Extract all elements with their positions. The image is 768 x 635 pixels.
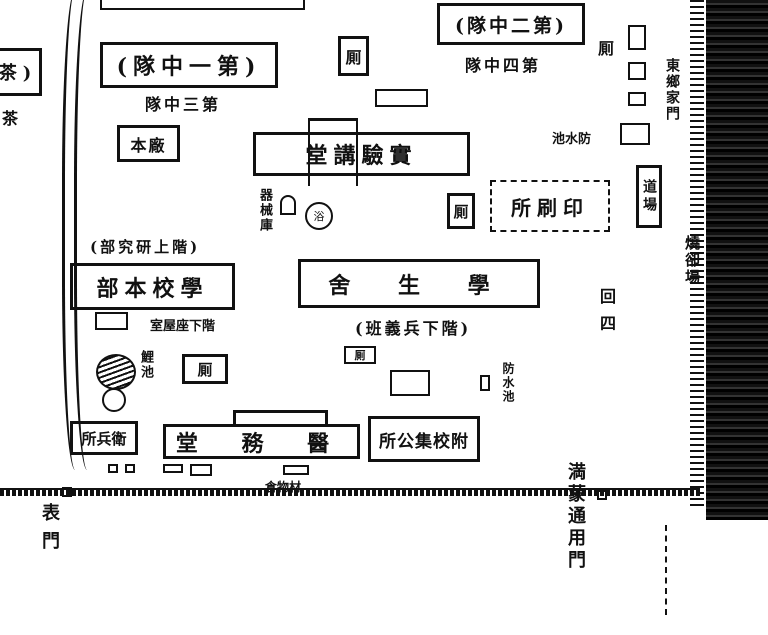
small-circle <box>102 388 126 412</box>
east-gate-label: 東鄉家門 <box>664 58 680 122</box>
dashed-boundary <box>665 525 667 615</box>
small-building <box>628 92 646 106</box>
company3-label: 隊中三第 <box>145 95 222 114</box>
dormitory-note: (班義兵下階) <box>355 319 472 338</box>
medical-wing <box>233 410 328 426</box>
toilet-label: 厠 <box>598 39 618 58</box>
warehouse-label: 倉物材 <box>265 480 302 494</box>
south-wall <box>0 488 700 496</box>
toilet-building: 厠 <box>182 354 228 384</box>
medical-building: 堂 務 醫 <box>163 424 360 459</box>
small-building <box>375 89 428 107</box>
manchu-gate-label: 満蒙通用門 <box>565 462 586 572</box>
small-building <box>390 370 430 396</box>
company1-building: (隊中一第) <box>100 42 278 88</box>
fire-pond-label: 防水池 <box>501 362 515 404</box>
toilet-building: 厠 <box>338 36 369 76</box>
hq-below-label: 室屋座下階 <box>150 319 216 334</box>
gate-post <box>597 490 607 500</box>
dormitory-building: 舍 生 學 <box>298 259 540 308</box>
partial-building <box>100 0 305 10</box>
incinerator-label: 燒卻場 <box>683 235 701 286</box>
printing-building: 所刷印 <box>490 180 610 232</box>
toilet-building: 厠 <box>447 193 475 229</box>
river-line <box>74 0 107 470</box>
dark-hatched-area <box>706 0 768 520</box>
small-building <box>628 25 646 50</box>
east-boundary-wall <box>690 0 704 510</box>
east-small-label: 四 <box>600 314 620 333</box>
small-building <box>95 312 128 330</box>
gate-post <box>62 487 72 497</box>
assembly-building: 所公集校附 <box>368 416 480 462</box>
label: 茶 <box>2 109 22 128</box>
bath-circle: 浴 <box>305 202 333 230</box>
guard-house: 所兵衛 <box>70 421 138 455</box>
small-building <box>283 465 309 475</box>
small-building <box>480 375 490 391</box>
hq-note: (部究研上階) <box>90 238 201 256</box>
lecture-hall-wing <box>308 118 358 186</box>
left-partial-building: 茶) <box>0 48 42 96</box>
company2-building: (隊中二第) <box>437 3 585 45</box>
company4-label: 隊中四第 <box>465 56 542 75</box>
magazine-label: 器械庫 <box>257 188 272 233</box>
small-building <box>620 123 650 145</box>
factory-building: 本廠 <box>117 125 180 162</box>
east-small-label: 回 <box>600 287 620 306</box>
small-building <box>628 62 646 80</box>
small-building <box>190 464 212 476</box>
river-line <box>62 0 95 470</box>
toilet-building: 厠 <box>344 346 376 364</box>
small-building <box>108 464 118 473</box>
front-gate-label: 表門 <box>39 503 60 559</box>
school-hq-building: 部本校學 <box>70 263 235 310</box>
fire-pond-label: 池水防 <box>552 132 592 147</box>
small-building <box>125 464 135 473</box>
small-structure <box>280 195 296 215</box>
pond-label: 鯉池 <box>138 350 153 380</box>
pond <box>96 354 136 390</box>
lecture-hall: 堂講驗實 <box>253 132 470 176</box>
small-building <box>163 464 183 473</box>
dojo-building: 道場 <box>636 165 662 228</box>
